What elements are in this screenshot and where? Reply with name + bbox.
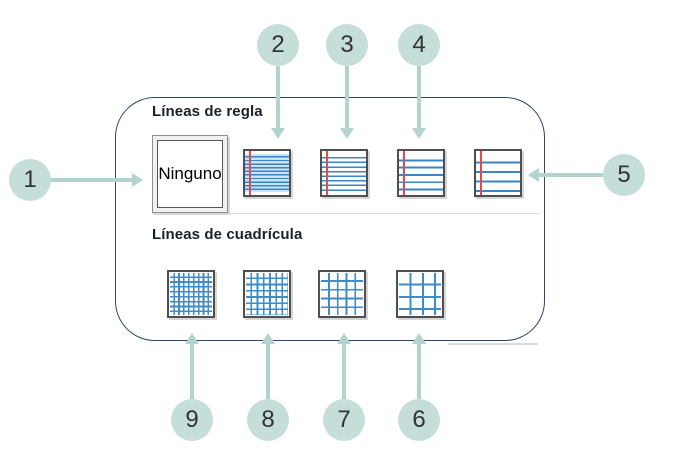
callout-arrowhead-5 <box>528 168 539 182</box>
callout-arrowhead-3 <box>340 128 354 139</box>
section-divider <box>152 213 540 214</box>
college-ruled-page-icon <box>322 154 366 192</box>
option-ruled-wide[interactable] <box>474 149 522 197</box>
margin-line <box>249 151 251 195</box>
margin-line <box>403 151 405 195</box>
option-grid-medium-small[interactable] <box>243 270 291 318</box>
callout-badge-1: 1 <box>9 159 51 201</box>
callout-arrow-9 <box>190 344 194 399</box>
callout-arrow-8 <box>266 344 270 399</box>
callout-arrowhead-8 <box>261 333 275 344</box>
narrow-ruled-page-icon <box>245 154 289 192</box>
option-ruled-college[interactable] <box>320 149 368 197</box>
callout-badge-3: 3 <box>326 24 368 66</box>
medium-grid-page-icon <box>321 273 363 315</box>
callout-badge-9: 9 <box>171 399 213 441</box>
callout-badge-4: 4 <box>398 24 440 66</box>
callout-badge-5: 5 <box>603 154 645 196</box>
standard-ruled-page-icon <box>399 154 443 192</box>
callout-arrowhead-9 <box>185 333 199 344</box>
option-grid-large[interactable] <box>396 270 444 318</box>
option-ninguno[interactable]: Ninguno <box>152 135 228 213</box>
callout-arrow-6 <box>417 344 421 399</box>
callout-arrowhead-6 <box>412 333 426 344</box>
callout-arrowhead-2 <box>271 128 285 139</box>
callout-badge-6: 6 <box>398 399 440 441</box>
large-grid-page-icon <box>399 273 441 315</box>
option-grid-medium[interactable] <box>318 270 366 318</box>
small-grid-page-icon <box>170 273 212 315</box>
panel-shadow-artifact <box>448 343 538 345</box>
option-ruled-narrow[interactable] <box>243 149 291 197</box>
callout-badge-2: 2 <box>257 24 299 66</box>
callout-arrowhead-7 <box>337 333 351 344</box>
option-ruled-standard[interactable] <box>397 149 445 197</box>
callout-arrowhead-4 <box>412 128 426 139</box>
callout-badge-8: 8 <box>247 399 289 441</box>
section-title-rule-lines: Líneas de regla <box>152 103 263 120</box>
option-grid-small[interactable] <box>167 270 215 318</box>
callout-arrowhead-1 <box>132 173 143 187</box>
callout-arrow-3 <box>345 66 349 128</box>
callout-arrow-2 <box>276 66 280 128</box>
callout-arrow-1 <box>50 178 132 182</box>
callout-arrow-5 <box>539 173 603 177</box>
callout-arrow-4 <box>417 66 421 128</box>
margin-line <box>326 151 328 195</box>
margin-line <box>480 151 482 195</box>
wide-ruled-page-icon <box>476 154 520 192</box>
option-ninguno-label: Ninguno <box>157 140 223 208</box>
medium-small-grid-page-icon <box>246 273 288 315</box>
callout-arrow-7 <box>342 344 346 399</box>
callout-badge-7: 7 <box>323 399 365 441</box>
section-title-grid-lines: Líneas de cuadrícula <box>152 226 303 243</box>
